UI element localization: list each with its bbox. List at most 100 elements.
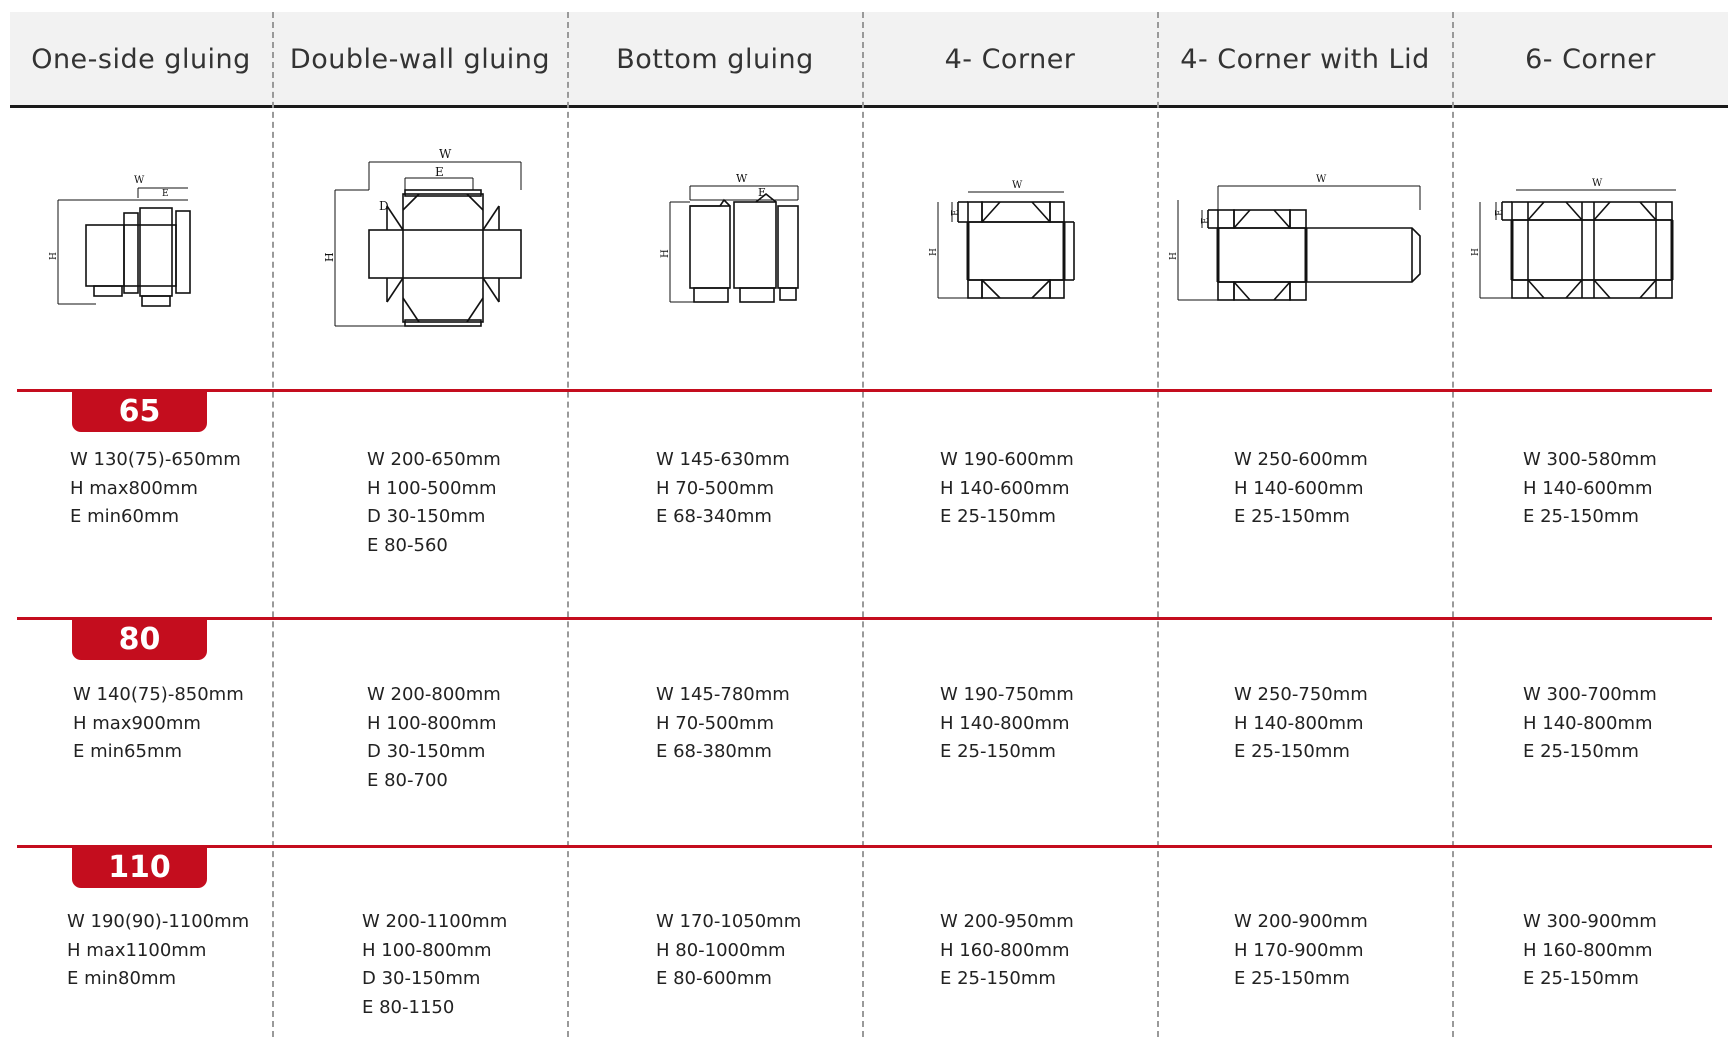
spec-line: H 100-800mm [367, 712, 497, 734]
spec-line: H 160-800mm [940, 939, 1070, 961]
spec-line: W 250-750mm [1234, 684, 1368, 705]
spec-line: E 25-150mm [1234, 741, 1350, 762]
spec-line: E 68-380mm [656, 741, 772, 762]
spec-line: E 68-340mm [656, 506, 772, 527]
spec-line: D 30-150mm [367, 506, 486, 527]
model-row-rule [17, 845, 1712, 848]
spec-line: W 200-1100mm [362, 911, 508, 932]
dimension-label-e: E [162, 189, 169, 199]
spec-line: E 25-150mm [940, 741, 1056, 762]
dimension-label-h: H [323, 252, 336, 262]
dimension-label-h: H [49, 252, 59, 260]
model-badge-65: 65 [72, 391, 207, 432]
spec-line: E 25-150mm [940, 968, 1056, 989]
spec-line: W 145-630mm [656, 449, 790, 470]
four-corner-lid-diagram: W E H [1168, 170, 1438, 310]
spec-cell-110-bottom-gluing: W 170-1050mm H 80-1000mm E 80-600mm [656, 908, 801, 994]
dimension-label-h: H [929, 248, 939, 256]
spec-line: W 250-600mm [1234, 449, 1368, 470]
spec-line: W 300-700mm [1523, 684, 1657, 705]
spec-cell-80-four-corner-with-lid: W 250-750mm H 140-800mm E 25-150mm [1234, 681, 1368, 767]
spec-line: D 30-150mm [367, 741, 486, 762]
spec-line: H 70-500mm [656, 712, 775, 734]
spec-line: E min65mm [73, 741, 183, 762]
six-corner-diagram: W E H [1470, 174, 1680, 304]
spec-line: W 200-950mm [940, 911, 1074, 932]
dimension-label-w: W [1012, 180, 1023, 191]
bottom-gluing-diagram: W E H [660, 166, 810, 306]
dimension-label-e: E [758, 186, 766, 199]
spec-cell-110-double-wall-gluing: W 200-1100mm H 100-800mm D 30-150mm E 80… [362, 908, 507, 1022]
column-title-four-corner-with-lid: 4- Corner with Lid [1180, 43, 1430, 75]
spec-cell-110-one-side-gluing: W 190(90)-1100mm H max1100mm E min80mm [67, 908, 249, 994]
model-badge-80: 80 [72, 619, 207, 660]
dimension-label-h: H [1169, 252, 1179, 260]
model-row-rule [17, 617, 1712, 620]
spec-cell-110-four-corner: W 200-950mm H 160-800mm E 25-150mm [940, 908, 1074, 994]
spec-line: E 80-700 [367, 769, 448, 791]
column-divider [1157, 12, 1159, 1037]
model-badge-110: 110 [72, 847, 207, 888]
spec-line: H 140-800mm [940, 712, 1070, 734]
spec-line: E 80-560 [367, 534, 448, 556]
spec-line: H 140-600mm [1234, 477, 1364, 499]
spec-line: W 300-580mm [1523, 449, 1657, 470]
spec-line: W 190-600mm [940, 449, 1074, 470]
dimension-label-d: D [379, 199, 389, 213]
column-divider [1452, 12, 1454, 1037]
spec-line: W 200-900mm [1234, 911, 1368, 932]
header-rule [10, 105, 1728, 108]
dimension-label-e: E [435, 165, 444, 179]
spec-line: W 190-750mm [940, 684, 1074, 705]
one-side-gluing-diagram: W E H [48, 168, 198, 308]
spec-line: H 160-800mm [1523, 939, 1653, 961]
spec-cell-65-four-corner: W 190-600mm H 140-600mm E 25-150mm [940, 446, 1074, 532]
dimension-label-w: W [1316, 174, 1327, 185]
spec-line: H 140-600mm [940, 477, 1070, 499]
spec-line: E 25-150mm [1523, 968, 1639, 989]
dimension-label-e: E [951, 209, 961, 216]
spec-line: W 300-900mm [1523, 911, 1657, 932]
spec-cell-110-four-corner-with-lid: W 200-900mm H 170-900mm E 25-150mm [1234, 908, 1368, 994]
spec-line: W 145-780mm [656, 684, 790, 705]
spec-line: E 25-150mm [940, 506, 1056, 527]
spec-line: W 200-800mm [367, 684, 501, 705]
column-divider [272, 12, 274, 1037]
dimension-label-w: W [736, 172, 748, 185]
column-title-bottom-gluing: Bottom gluing [616, 43, 814, 75]
spec-line: H max900mm [73, 712, 201, 734]
double-wall-gluing-diagram: W E D H [323, 146, 525, 336]
spec-line: H 100-800mm [362, 939, 492, 961]
spec-cell-80-one-side-gluing: W 140(75)-850mm H max900mm E min65mm [73, 681, 244, 767]
spec-cell-65-four-corner-with-lid: W 250-600mm H 140-600mm E 25-150mm [1234, 446, 1368, 532]
spec-cell-80-six-corner: W 300-700mm H 140-800mm E 25-150mm [1523, 681, 1657, 767]
spec-line: W 130(75)-650mm [70, 449, 241, 470]
spec-line: H 80-1000mm [656, 939, 786, 961]
spec-line: H 140-600mm [1523, 477, 1653, 499]
spec-line: W 170-1050mm [656, 911, 802, 932]
spec-line: E 80-600mm [656, 968, 772, 989]
spec-line: E 25-150mm [1234, 506, 1350, 527]
four-corner-diagram: W E H [928, 172, 1078, 302]
spec-line: H 170-900mm [1234, 939, 1364, 961]
spec-line: H 70-500mm [656, 477, 775, 499]
dimension-label-w: W [1592, 178, 1603, 189]
spec-line: W 200-650mm [367, 449, 501, 470]
spec-line: E 80-1150 [362, 996, 455, 1018]
spec-cell-110-six-corner: W 300-900mm H 160-800mm E 25-150mm [1523, 908, 1657, 994]
spec-line: E 25-150mm [1234, 968, 1350, 989]
model-row-rule [17, 389, 1712, 392]
spec-line: D 30-150mm [362, 968, 481, 989]
header-band [10, 12, 1728, 106]
spec-cell-80-four-corner: W 190-750mm H 140-800mm E 25-150mm [940, 681, 1074, 767]
spec-cell-65-six-corner: W 300-580mm H 140-600mm E 25-150mm [1523, 446, 1657, 532]
spec-line: E 25-150mm [1523, 506, 1639, 527]
spec-line: H max1100mm [67, 939, 207, 961]
spec-line: H max800mm [70, 477, 198, 499]
spec-line: H 140-800mm [1523, 712, 1653, 734]
spec-cell-65-bottom-gluing: W 145-630mm H 70-500mm E 68-340mm [656, 446, 790, 532]
column-title-double-wall-gluing: Double-wall gluing [289, 43, 551, 75]
column-title-four-corner: 4- Corner [944, 43, 1076, 75]
column-divider [567, 12, 569, 1037]
dimension-label-w: W [439, 147, 452, 161]
